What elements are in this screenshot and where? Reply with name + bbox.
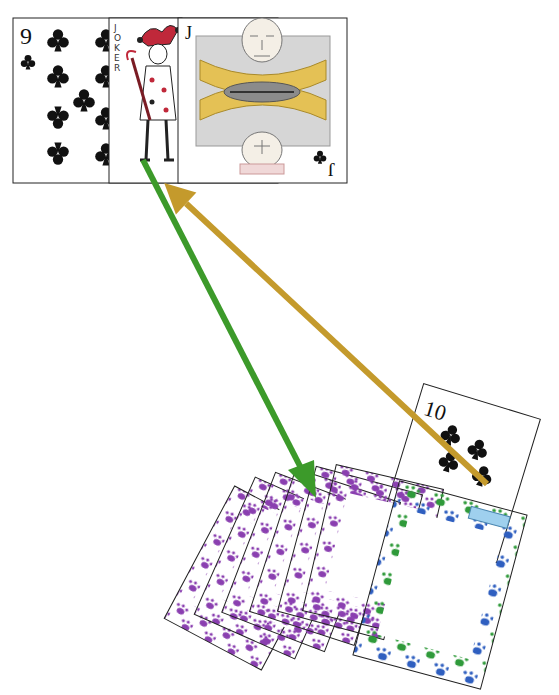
- card-node: 10: [410, 392, 520, 484]
- arrow-head: [164, 183, 196, 214]
- card-node: JOKER: [109, 18, 178, 183]
- jack-card-index: J: [328, 160, 335, 178]
- joker-card-label: JOKER: [114, 24, 123, 73]
- card-node: 9: [13, 18, 109, 183]
- jack-card: [178, 18, 347, 183]
- hand-of-cards: [164, 465, 527, 689]
- nine-card-index: 9: [20, 24, 32, 48]
- arrow-line: [186, 203, 487, 484]
- play-arrow: [143, 160, 316, 498]
- jack-card-index: J: [185, 24, 192, 42]
- card-node: JJ: [178, 18, 347, 183]
- ten-card-index: 10: [421, 397, 448, 424]
- move-arrow: [164, 183, 487, 484]
